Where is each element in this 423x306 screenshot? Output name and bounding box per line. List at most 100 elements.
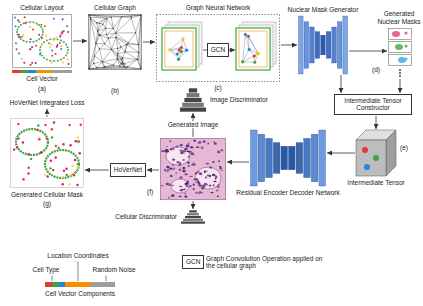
illustration-part: [65, 55, 67, 57]
illustration-part: [213, 181, 216, 182]
illustration-part: [36, 129, 38, 131]
illustration-part: [258, 134, 265, 182]
illustration-part: [207, 142, 209, 144]
illustration-part: [199, 184, 202, 186]
illustration-part: [198, 141, 201, 143]
illustration-part: [244, 33, 247, 36]
illustration-part: [16, 129, 48, 155]
illustration-part: [44, 174, 46, 176]
illustration-part: [61, 33, 63, 35]
illustration-part: [62, 62, 64, 64]
illustration-part: [32, 21, 34, 23]
illustration-part: [216, 190, 218, 192]
illustration-part: [15, 42, 17, 44]
illustration-part: [399, 75, 401, 77]
connector-arrow: [85, 170, 109, 171]
illustration-part: [96, 22, 97, 23]
component-label: Cell Type: [26, 266, 66, 273]
leader-line: [78, 262, 79, 282]
illustration-part: [77, 136, 79, 138]
node-label: Cellular Discriminator: [95, 213, 177, 220]
illustration-part: [193, 178, 196, 179]
illustration-part: [251, 130, 258, 186]
illustration-part: [214, 143, 217, 145]
illustration-part: [52, 70, 72, 73]
illustration-part: [185, 49, 188, 52]
illustration-part: [90, 17, 91, 18]
illustration-part: [122, 57, 123, 58]
illustration-part: [38, 24, 40, 26]
illustration-part: [53, 38, 55, 40]
illustration-part: [122, 62, 123, 63]
cellular-layout-panel: Cellular LayoutCell Vector(a): [12, 14, 72, 68]
illustration-part: [17, 137, 19, 139]
illustration-part: [38, 38, 40, 40]
illustration-part: [115, 32, 116, 33]
illustration-part: [14, 16, 16, 18]
illustration-part: [220, 149, 223, 151]
illustration-part: [176, 145, 179, 147]
illustration-part: [209, 167, 212, 169]
illustration-part: [172, 158, 174, 160]
illustration-part: [137, 59, 138, 60]
illustration: [181, 210, 205, 224]
illustration-part: [205, 176, 207, 178]
illustration-part: [29, 26, 31, 28]
illustration-part: [185, 147, 187, 149]
hovernet-box: HoVerNet: [110, 163, 146, 176]
illustration-part: [42, 31, 44, 33]
illustration-part: [117, 53, 118, 54]
illustration-part: [30, 64, 32, 66]
illustration-part: [201, 147, 204, 149]
node-label: Cellular Graph: [80, 4, 150, 11]
illustration-part: [55, 53, 57, 55]
illustration-part: [299, 16, 304, 74]
illustration-part: [179, 162, 181, 165]
illustration-part: [15, 25, 17, 27]
illustration-part: [51, 62, 53, 64]
illustration-part: [57, 60, 59, 62]
illustration-part: [176, 53, 179, 56]
node-label: Cell Vector Components: [30, 290, 130, 297]
illustration-part: [179, 149, 183, 151]
illustration-part: [45, 150, 79, 178]
illustration-part: [49, 38, 51, 40]
illustration-part: [213, 184, 215, 186]
illustration-part: [43, 41, 45, 43]
illustration-part: [104, 43, 105, 44]
illustration-part: [18, 26, 20, 28]
illustration-part: [304, 22, 309, 68]
illustration-part: [106, 18, 107, 19]
illustration-part: [60, 48, 62, 50]
illustration-part: [28, 167, 30, 169]
illustration-part: [62, 18, 64, 20]
illustration-part: [44, 124, 46, 126]
illustration-part: [182, 170, 185, 173]
illustration-part: [60, 59, 62, 61]
illustration-part: [310, 27, 315, 63]
illustration-part: [169, 168, 172, 170]
illustration-part: [62, 176, 64, 178]
illustration-part: [56, 46, 58, 48]
illustration-part: [184, 150, 186, 152]
illustration-part: [343, 16, 348, 74]
illustration: [250, 130, 326, 186]
connector-arrow: [327, 153, 355, 154]
illustration-part: [218, 184, 220, 186]
illustration-part: [217, 151, 220, 153]
illustration-part: [103, 67, 104, 68]
illustration-part: [73, 174, 75, 176]
illustration-part: [46, 59, 48, 61]
illustration-part: [273, 143, 280, 174]
illustration-part: [65, 168, 67, 170]
illustration-part: [40, 151, 42, 153]
illustration-part: [117, 55, 118, 56]
illustration-part: [169, 167, 171, 168]
illustration-part: [119, 66, 120, 67]
illustration-part: [162, 150, 165, 152]
illustration-part: [35, 45, 37, 47]
illustration-part: [23, 40, 25, 42]
illustration-part: [67, 52, 69, 54]
illustration-part: [48, 42, 50, 44]
illustration-part: [67, 49, 69, 51]
